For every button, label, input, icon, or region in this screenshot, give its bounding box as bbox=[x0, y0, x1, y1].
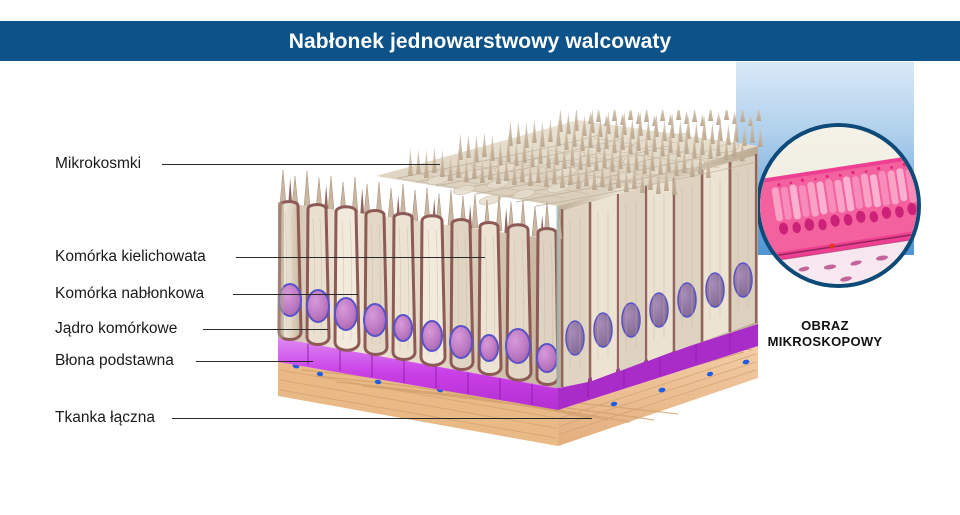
leader-line-goblet-cell bbox=[236, 257, 485, 258]
cell-nuclei bbox=[278, 283, 558, 373]
label-goblet-cell: Komórka kielichowata bbox=[55, 248, 206, 265]
micrograph-image bbox=[760, 127, 917, 284]
micrograph-caption: OBRAZ MIKROSKOPOWY bbox=[736, 318, 914, 350]
nuclei-right-face bbox=[565, 262, 753, 356]
label-microvilli: Mikrokosmki bbox=[55, 155, 142, 172]
tissue-block-illustration bbox=[277, 110, 763, 446]
page-title: Nabłonek jednowarstwowy walcowaty bbox=[288, 29, 672, 53]
leader-line-connective-tissue bbox=[172, 418, 592, 419]
label-cell-nucleus: Jądro komórkowe bbox=[55, 320, 178, 337]
micrograph-photo bbox=[756, 123, 921, 288]
title-bar: Nabłonek jednowarstwowy walcowaty bbox=[0, 21, 960, 61]
leader-line-epithelial-cell bbox=[233, 294, 358, 295]
microvilli-brush-border bbox=[279, 110, 763, 243]
leader-line-basement-membrane bbox=[196, 361, 313, 362]
leader-line-nucleus bbox=[203, 329, 328, 330]
label-epithelial-cell: Komórka nabłonkowa bbox=[55, 285, 205, 302]
label-basement-membrane: Błona podstawna bbox=[55, 352, 174, 369]
leader-line-microvilli bbox=[162, 164, 440, 165]
label-connective-tissue: Tkanka łączna bbox=[55, 409, 155, 426]
micrograph-caption-line-2: MIKROSKOPOWY bbox=[767, 334, 883, 349]
epithelium-right-face bbox=[558, 146, 758, 388]
epithelium-front-face bbox=[277, 200, 560, 388]
micrograph-caption-line-1: OBRAZ bbox=[801, 318, 849, 333]
